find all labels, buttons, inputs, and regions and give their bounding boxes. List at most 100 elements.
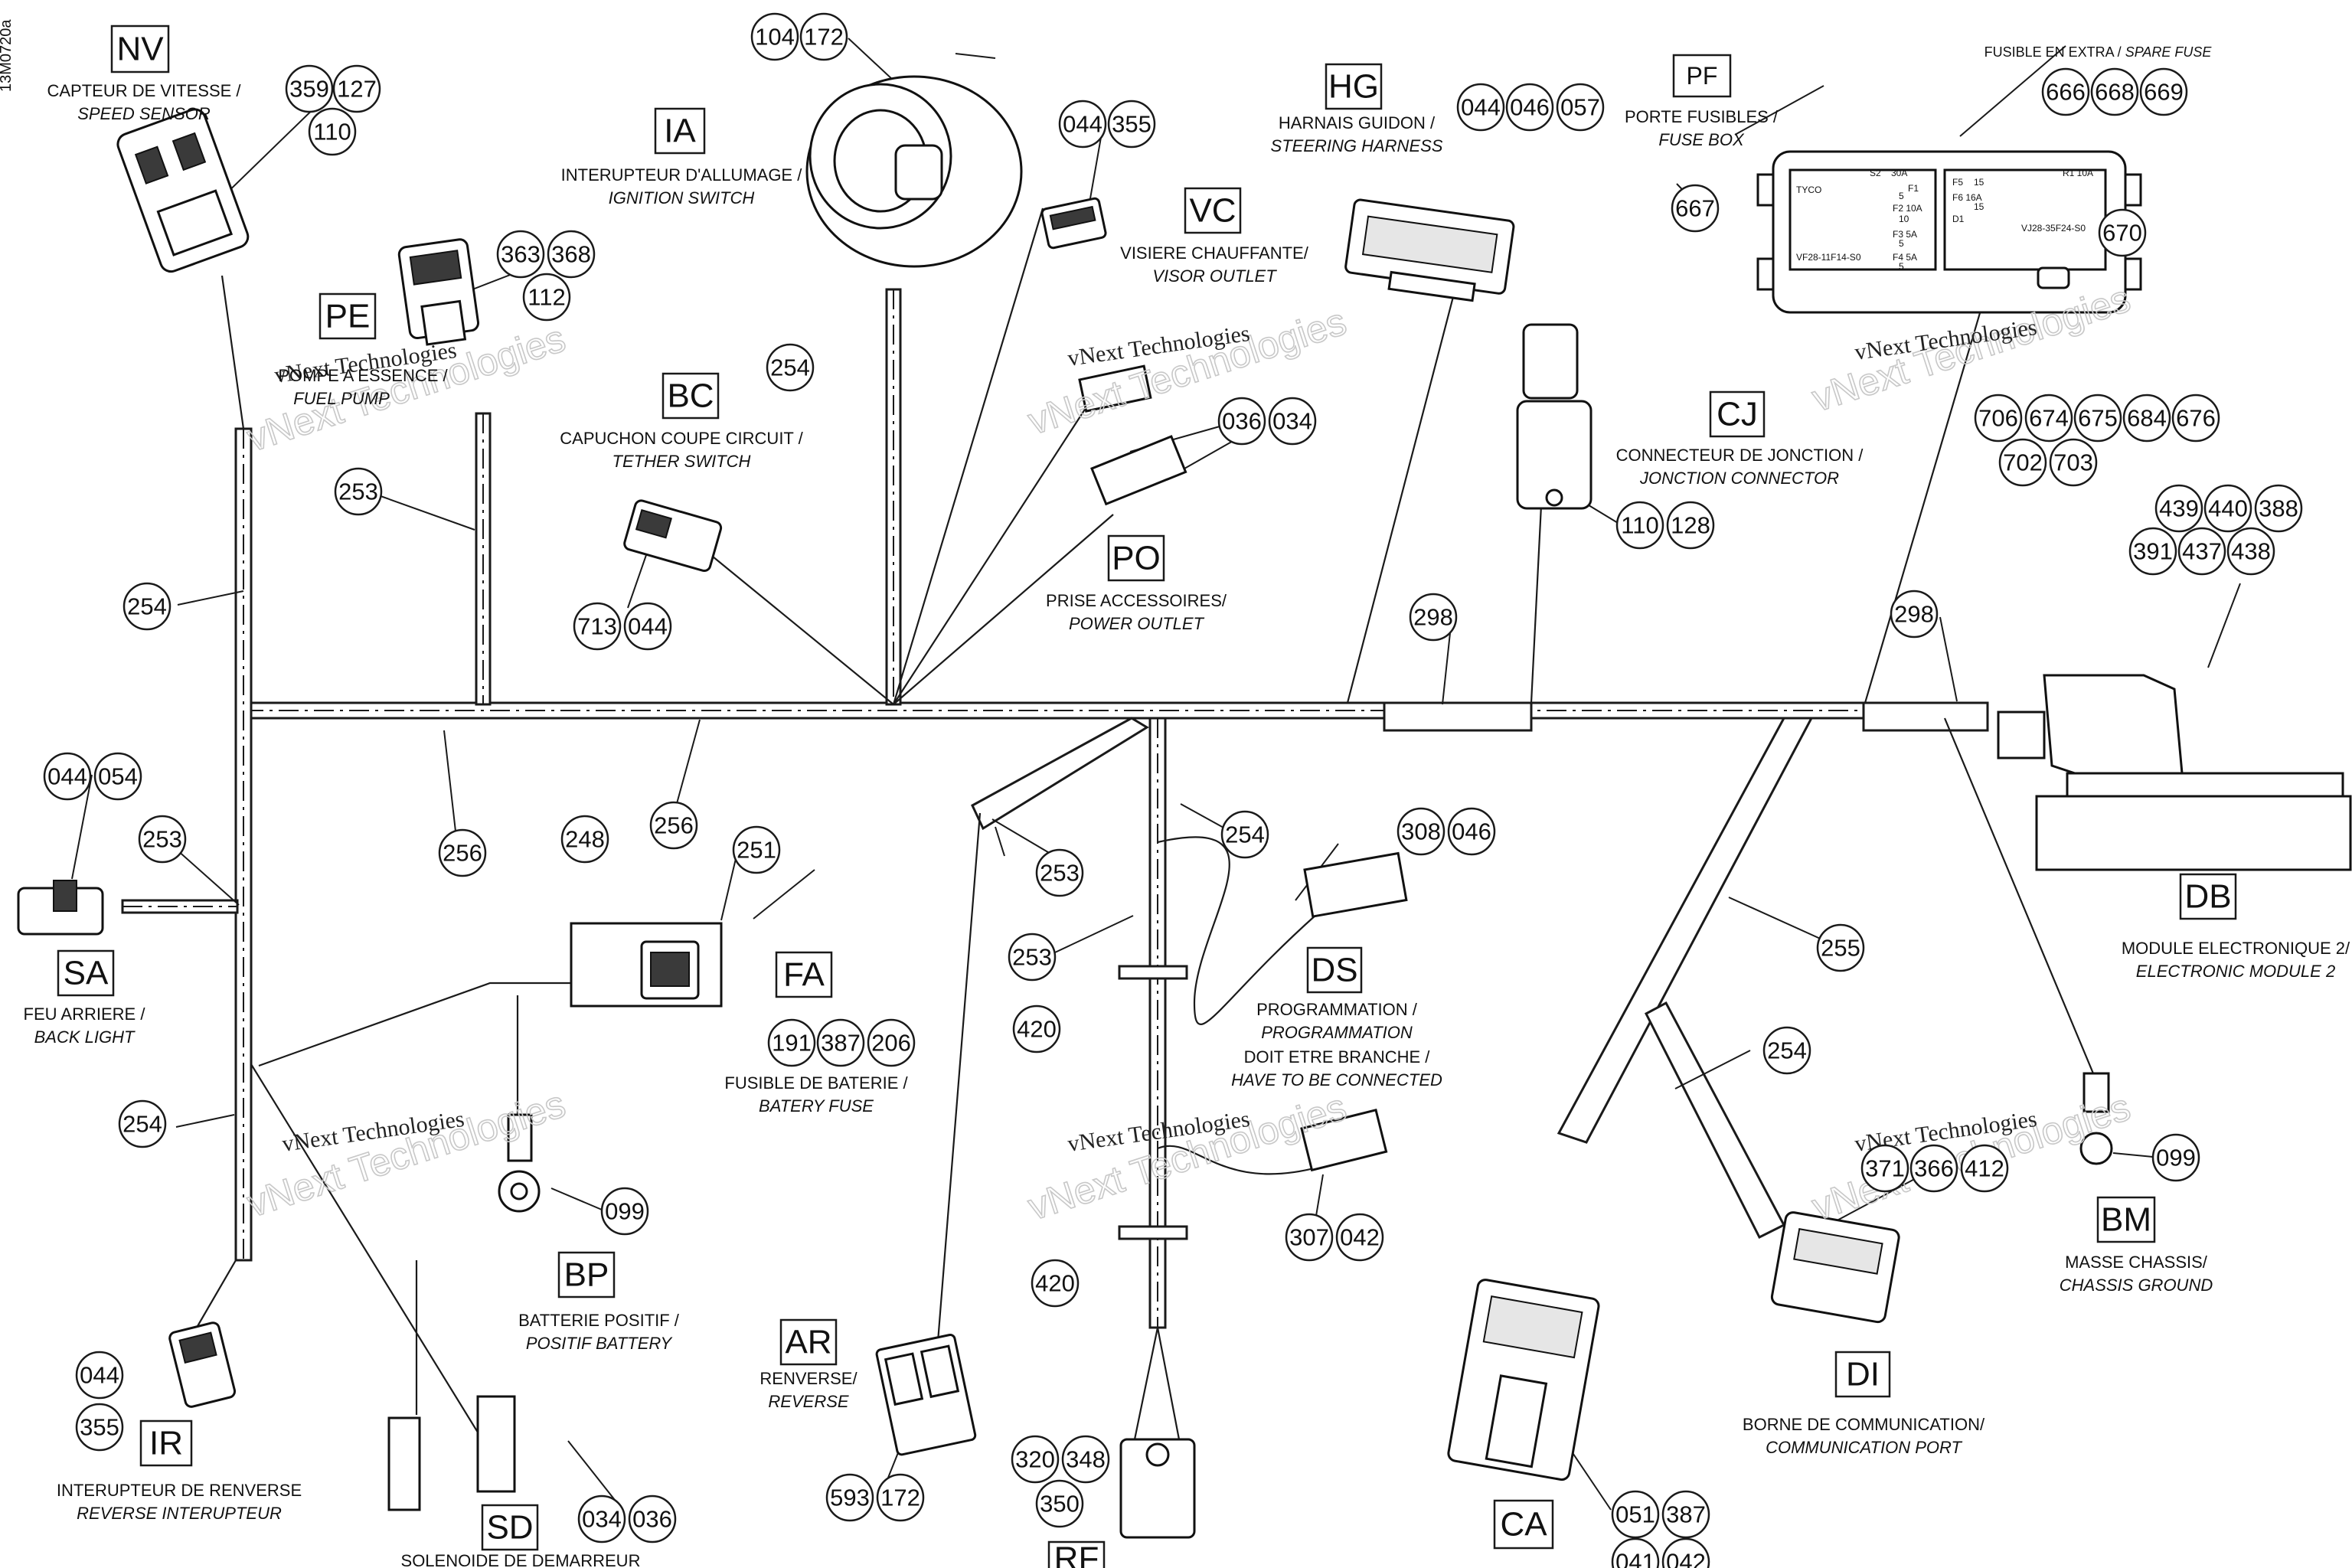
fuse-f6-value: 15 (1974, 201, 1984, 212)
ca-module-connector-icon (1447, 1279, 1600, 1481)
code-box-fa: FA (775, 951, 833, 998)
bubble-spare-1: 666 (2041, 67, 2090, 116)
svg-text:041: 041 (1615, 1549, 1655, 1568)
bubble-ca-3: 041 (1611, 1537, 1660, 1568)
caption-db-fr: MODULE ELECTRONIQUE 2/ (2122, 939, 2350, 958)
svg-text:042: 042 (1340, 1224, 1380, 1251)
svg-text:IR: IR (149, 1425, 183, 1462)
fuse-box-brand: TYCO (1796, 185, 1821, 195)
bubble-ca-1: 051 (1611, 1490, 1660, 1539)
bubble-ds-4: 042 (1335, 1213, 1384, 1262)
rf-connector-icon (1119, 1438, 1196, 1539)
caption-spare-fr: FUSIBLE EN EXTRA / SPARE FUSE (1984, 44, 2213, 60)
fuse-f3: F3 5A (1893, 229, 1917, 240)
svg-text:057: 057 (1560, 94, 1600, 121)
caption-pf-en: FUSE BOX (1658, 130, 1745, 149)
bubble-ds-2: 046 (1447, 807, 1496, 856)
svg-text:420: 420 (1017, 1016, 1057, 1043)
svg-text:298: 298 (1413, 604, 1453, 631)
svg-text:253: 253 (142, 826, 182, 853)
svg-text:DS: DS (1311, 952, 1357, 989)
bubble-pe-2: 368 (547, 230, 596, 279)
svg-text:036: 036 (1222, 408, 1262, 435)
svg-text:675: 675 (2078, 405, 2118, 432)
code-box-pf: PF (1672, 54, 1732, 98)
bubble-fa-3: 191 (767, 1018, 816, 1067)
svg-text:350: 350 (1040, 1491, 1080, 1517)
svg-text:251: 251 (737, 837, 776, 864)
fuse-f4-value: 5 (1899, 261, 1904, 272)
bubble-fb-6: 702 (1998, 438, 2047, 487)
visor-outlet-connector-icon (1040, 197, 1107, 250)
caption-sd-fr: SOLENOIDE DE DEMARREUR (401, 1551, 641, 1568)
bubble-sa-1: 044 (43, 752, 92, 801)
caption-bc-en: TETHER SWITCH (612, 452, 751, 471)
power-outlet-connector-icon (1078, 364, 1187, 506)
caption-bc-fr: CAPUCHON COUPE CIRCUIT / (560, 429, 803, 448)
svg-text:706: 706 (1978, 405, 2018, 432)
junction-connector-icon (1516, 323, 1592, 510)
bubble-w254a: 254 (122, 582, 172, 631)
svg-text:439: 439 (2159, 495, 2199, 522)
caption-di-en: COMMUNICATION PORT (1766, 1438, 1962, 1457)
svg-text:308: 308 (1401, 818, 1441, 845)
svg-text:437: 437 (2182, 538, 2222, 565)
back-light-connector-icon (17, 880, 104, 936)
svg-text:387: 387 (821, 1030, 861, 1057)
speed-sensor-icon (116, 108, 250, 273)
caption-vc-fr: VISIERE CHAUFFANTE/ (1120, 243, 1309, 263)
svg-text:CJ: CJ (1717, 396, 1758, 433)
caption-pe-fr: POMPE A ESSENCE / (278, 366, 448, 385)
bubble-hg-1: 044 (1456, 83, 1505, 132)
bubble-sd-2: 036 (628, 1494, 677, 1544)
bubble-w254b: 254 (118, 1099, 167, 1148)
svg-text:254: 254 (770, 354, 810, 381)
svg-text:684: 684 (2127, 405, 2167, 432)
bubble-w254c: 254 (766, 343, 815, 392)
svg-text:042: 042 (1666, 1549, 1706, 1568)
watermark-9: vNext Technologies (1023, 1085, 1351, 1228)
fuse-box-icon: TYCO VF28-11F14-S0 VJ28-35F24-S0 S2 30A … (1756, 150, 2142, 314)
bubble-w256a: 256 (438, 828, 487, 877)
svg-text:191: 191 (772, 1030, 812, 1057)
bubble-nv-1: 359 (285, 64, 334, 113)
svg-text:703: 703 (2053, 449, 2093, 476)
caption-pf-fr: PORTE FUSIBLES / (1625, 107, 1779, 126)
caption-fa-en: BATERY FUSE (759, 1096, 874, 1116)
code-box-bp: BP (557, 1251, 616, 1298)
svg-text:391: 391 (2133, 538, 2173, 565)
fuse-f2-value: 10 (1899, 214, 1909, 224)
svg-text:051: 051 (1615, 1501, 1655, 1528)
svg-text:099: 099 (2156, 1145, 2196, 1171)
fuse-f6: F6 16A (1952, 192, 1982, 203)
fuse-30a: 30A (1891, 168, 1907, 178)
svg-text:PE: PE (325, 298, 371, 335)
code-box-ca: CA (1493, 1499, 1554, 1550)
steering-harness-connector-icon (1344, 198, 1515, 302)
bubble-bm-1: 099 (2151, 1133, 2200, 1182)
svg-text:206: 206 (871, 1030, 911, 1057)
svg-text:046: 046 (1510, 94, 1550, 121)
caption-ir-fr: INTERUPTEUR DE RENVERSE (57, 1481, 302, 1500)
reverse-branch (971, 717, 1149, 831)
code-box-sa: SA (57, 949, 115, 997)
svg-text:674: 674 (2029, 405, 2069, 432)
svg-text:320: 320 (1015, 1446, 1055, 1473)
fuse-f3-value: 5 (1899, 238, 1904, 249)
code-box-hg: HG (1325, 63, 1383, 110)
svg-text:054: 054 (98, 763, 138, 790)
caption-ds-fr2: DOIT ETRE BRANCHE / (1244, 1047, 1431, 1067)
svg-text:253: 253 (1040, 860, 1080, 887)
bubble-db-6: 438 (2226, 527, 2275, 576)
svg-text:BP: BP (564, 1256, 609, 1294)
svg-text:099: 099 (605, 1198, 645, 1225)
svg-text:254: 254 (122, 1111, 162, 1138)
caption-vc-en: VISOR OUTLET (1152, 266, 1277, 286)
svg-text:371: 371 (1865, 1155, 1905, 1182)
bubble-pe-1: 363 (496, 230, 545, 279)
bubble-w253d: 253 (1008, 933, 1057, 982)
battery-positive-terminal-icon (498, 1113, 541, 1213)
svg-text:110: 110 (1621, 512, 1658, 539)
svg-text:172: 172 (804, 24, 844, 51)
